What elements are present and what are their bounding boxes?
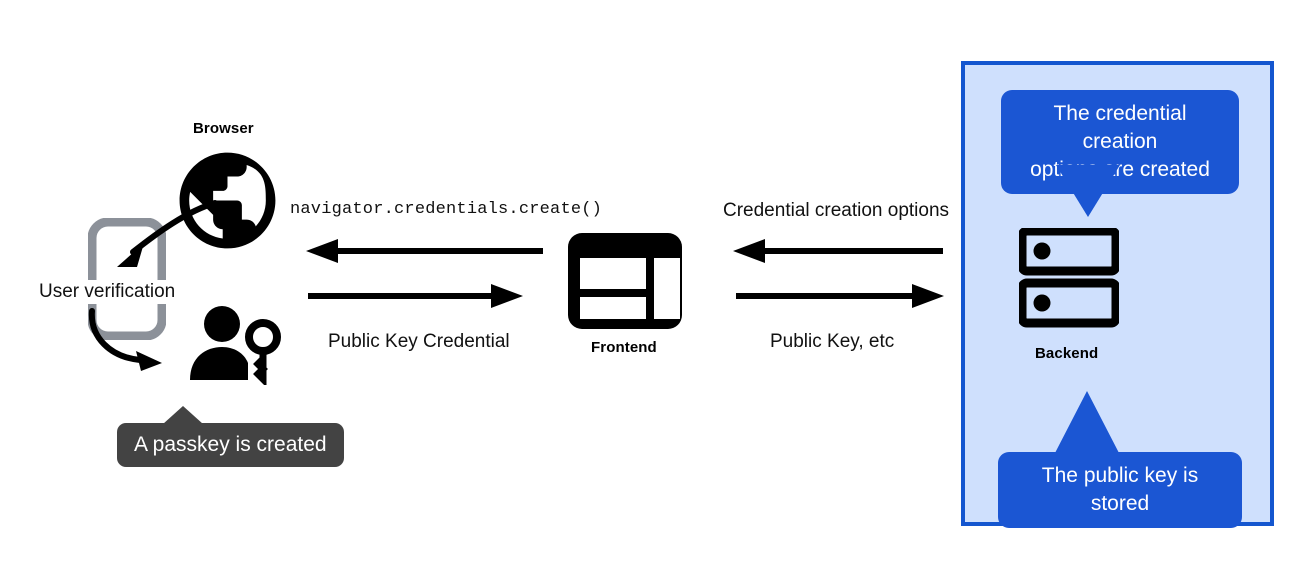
backend-label: Backend xyxy=(1035,345,1099,362)
arrow-browser-to-phone-icon xyxy=(117,200,218,267)
callout-line-2: options are created xyxy=(1030,158,1210,181)
callout-credential-options-text: The credential creation options are crea… xyxy=(1001,90,1239,194)
flow-label-navigator-create: navigator.credentials.create() xyxy=(290,200,603,219)
browser-label: Browser xyxy=(193,120,254,137)
flow-label-credential-creation-options: Credential creation options xyxy=(723,200,950,221)
callout-public-key-stored-text: The public key is stored xyxy=(998,452,1242,528)
arrow-backend-to-frontend xyxy=(733,239,943,263)
server-stack-icon xyxy=(1019,228,1119,328)
callout-tail-down-icon xyxy=(1056,165,1120,217)
callout-credential-options-created: The credential creation options are crea… xyxy=(1001,90,1239,217)
callout-tail-up-icon xyxy=(1055,391,1119,453)
arrow-phone-to-user-icon xyxy=(88,308,162,371)
arrow-frontend-to-backend xyxy=(736,284,944,308)
passkey-created-text: A passkey is created xyxy=(117,423,344,467)
frontend-label: Frontend xyxy=(591,339,657,356)
frontend-layout-icon xyxy=(568,233,682,329)
tooltip-tail-icon xyxy=(163,406,203,424)
person-with-key-icon xyxy=(190,306,281,385)
flow-label-public-key-credential: Public Key Credential xyxy=(328,331,510,352)
arrow-frontend-to-browser xyxy=(306,239,543,263)
globe-icon xyxy=(179,152,276,249)
flow-label-public-key-etc: Public Key, etc xyxy=(770,331,895,352)
passkey-created-tooltip: A passkey is created xyxy=(117,406,344,467)
callout-line-1: The public key is xyxy=(1041,464,1199,487)
callout-line-2: stored xyxy=(1090,492,1150,515)
user-verification-label: User verification xyxy=(36,280,179,304)
arrow-browser-to-frontend xyxy=(308,284,523,308)
callout-line-1: The credential creation xyxy=(1053,102,1187,153)
